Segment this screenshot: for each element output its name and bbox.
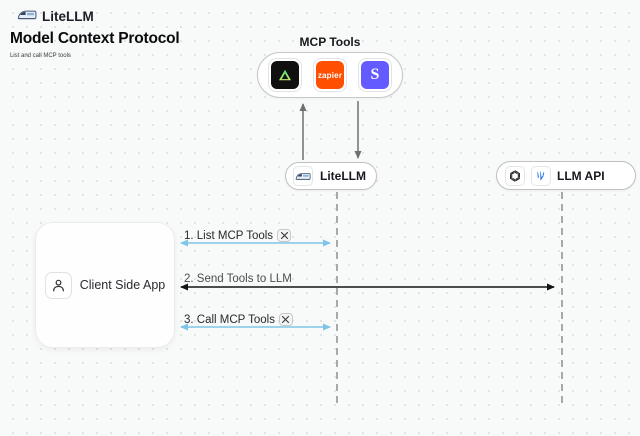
triangle-tool-icon: [271, 61, 299, 89]
stripe-icon: S: [361, 61, 389, 89]
node-client-side-app: Client Side App: [35, 222, 175, 348]
node-litellm-label: LiteLLM: [320, 169, 366, 183]
llm-provider-icon: [531, 165, 551, 186]
node-llm-api: LLM API: [496, 161, 636, 190]
mcp-tools-box: zapier S: [257, 52, 403, 98]
train-icon: [293, 166, 313, 186]
tool-frame: [268, 58, 302, 92]
step-3-text: 3. Call MCP Tools: [184, 313, 275, 326]
node-llm-api-label: LLM API: [557, 168, 605, 183]
hammer-wrench-icon: [277, 229, 292, 242]
page-subtitle: List and call MCP tools: [10, 53, 71, 59]
train-icon: [17, 8, 37, 25]
node-litellm: LiteLLM: [285, 162, 377, 190]
hammer-wrench-icon: [278, 313, 293, 326]
step-1-label: 1. List MCP Tools: [184, 229, 292, 242]
step-2-text: 2. Send Tools to LLM: [184, 273, 292, 285]
page-title: Model Context Protocol: [10, 30, 180, 47]
node-client-label: Client Side App: [79, 278, 166, 292]
openai-icon: [505, 165, 525, 186]
stripe-letter: S: [370, 66, 380, 83]
tool-frame: S: [358, 58, 392, 92]
zapier-icon: zapier: [316, 61, 344, 89]
mcp-tools-label: MCP Tools: [299, 35, 361, 49]
brand-label: LiteLLM: [42, 9, 94, 24]
step-1-text: 1. List MCP Tools: [184, 229, 274, 242]
person-icon: [44, 271, 72, 299]
zapier-wordmark: zapier: [317, 70, 343, 80]
step-3-label: 3. Call MCP Tools: [184, 313, 293, 326]
step-2-label: 2. Send Tools to LLM: [184, 273, 292, 285]
brand: LiteLLM: [17, 8, 94, 25]
tool-frame: zapier: [313, 58, 347, 92]
